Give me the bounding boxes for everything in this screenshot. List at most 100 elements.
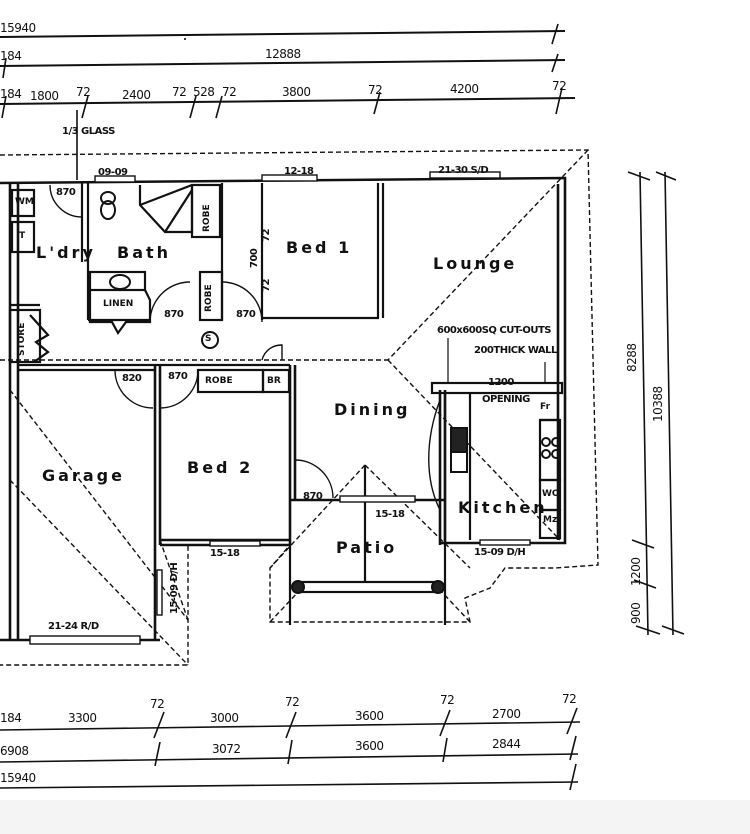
room-garage: Garage xyxy=(42,466,125,485)
door-swing-laundry xyxy=(49,184,83,218)
window-garage-side xyxy=(156,569,163,616)
bed1-wall-a: 72 xyxy=(261,229,272,242)
room-bed2: Bed 2 xyxy=(187,458,254,477)
dim-top-seg-0: 184 xyxy=(0,87,22,101)
note-wall-thickness: 200THICK WALL xyxy=(474,345,557,356)
br-outline xyxy=(261,368,291,394)
dim-right-main: 8288 xyxy=(625,343,639,372)
opening-label: OPENING xyxy=(482,394,530,405)
kitchen-sink-drainer xyxy=(450,451,468,473)
dim-top-seg-9: 4200 xyxy=(450,82,479,96)
window-bath-label: 09-09 xyxy=(98,167,128,178)
dim-line-top-segments xyxy=(0,97,576,105)
room-lounge: Lounge xyxy=(433,254,518,273)
bath-door-label: 870 xyxy=(164,309,184,320)
window-bed2 xyxy=(209,540,261,547)
dim-bottom-row1-8: 72 xyxy=(562,692,577,706)
window-kitchen xyxy=(479,539,531,546)
dim-top-seg-1: 1800 xyxy=(30,89,59,103)
window-bed1 xyxy=(261,174,318,182)
fixture-store: STORE xyxy=(17,322,27,356)
dim-bottom-row2-0: 6908 xyxy=(0,744,29,758)
door-swing-bath xyxy=(149,281,191,323)
dim-top-seg-8: 72 xyxy=(368,83,383,97)
opening-width: 1200 xyxy=(488,377,514,388)
door-swing-br xyxy=(261,344,283,361)
lounge-door-label: 21-30 S/D xyxy=(438,165,489,176)
dim-top-left-stub: 184 xyxy=(0,49,22,63)
dim-line-bottom-overall xyxy=(0,781,579,789)
dim-bottom-overall: 15940 xyxy=(0,771,36,785)
room-laundry: L'dry xyxy=(36,243,96,262)
dim-top-seg-10: 72 xyxy=(552,79,567,93)
bed1-wall-label: 700 xyxy=(249,248,260,268)
room-patio: Patio xyxy=(336,538,398,557)
room-bath: Bath xyxy=(117,243,172,262)
fixture-tub: T xyxy=(19,231,26,241)
dim-right-seg-1: 900 xyxy=(629,602,643,624)
laundry-door-label: 870 xyxy=(56,187,76,198)
room-dining: Dining xyxy=(334,400,411,419)
dim-bottom-row1-2: 72 xyxy=(150,697,165,711)
door-swing-kitchen xyxy=(428,399,441,511)
patio-post-left xyxy=(291,580,305,594)
smoke-detector-circle xyxy=(201,331,219,349)
dim-right-seg-0: 1200 xyxy=(629,557,643,586)
dim-bottom-row1-6: 72 xyxy=(440,693,455,707)
door-swing-dining xyxy=(294,459,334,499)
room-bed1: Bed 1 xyxy=(286,238,353,257)
dim-top-seg-7: 3800 xyxy=(282,85,311,99)
kitchen-sink-bowl xyxy=(450,427,468,453)
dim-line-top-main xyxy=(0,59,566,67)
patio-post-right xyxy=(431,580,445,594)
door-swing-garage xyxy=(114,369,154,409)
dim-top-overall: 15940 xyxy=(0,21,36,35)
dim-line-right-main xyxy=(639,171,649,636)
toilet-bowl xyxy=(100,200,116,220)
store-outline xyxy=(8,308,42,364)
dim-bottom-row2-2: 3600 xyxy=(355,739,384,753)
garage-internal-door-label: 820 xyxy=(122,373,142,384)
window-lounge-sd xyxy=(429,171,501,179)
fixture-wall-oven: WO xyxy=(542,489,560,499)
patio-beam xyxy=(296,580,440,594)
bed2-door-label: 870 xyxy=(168,371,188,382)
dim-line-right-overall xyxy=(664,171,674,636)
tub-outline xyxy=(10,220,36,254)
fixture-robe-bath-top: ROBE xyxy=(202,204,212,232)
fixture-smoke-detector: S xyxy=(205,334,212,344)
fixture-robe-bed2: ROBE xyxy=(205,376,233,386)
dim-top-seg-2: 72 xyxy=(76,85,91,99)
bed1-walls xyxy=(262,183,380,320)
roof-hip-lounge xyxy=(387,149,589,361)
window-bed1-label: 12-18 xyxy=(284,166,314,177)
dim-top-main: 12888 xyxy=(265,47,301,61)
dim-line-top-overall xyxy=(0,30,566,38)
dim-right-overall: 10388 xyxy=(651,386,665,422)
fixture-linen: LINEN xyxy=(103,299,134,309)
dim-bottom-row1-1: 3300 xyxy=(68,711,97,725)
toilet-cistern xyxy=(100,191,116,205)
fixture-robe-bath-bottom: ROBE xyxy=(204,284,214,312)
garage-side-door-label: 15-09 D/H xyxy=(169,562,180,614)
dim-top-seg-4: 72 xyxy=(172,85,187,99)
window-garage-rd xyxy=(29,635,141,645)
bed1-wall-b: 72 xyxy=(261,279,272,292)
bed1-door-label: 870 xyxy=(236,309,256,320)
fixture-microwave: Mz xyxy=(543,515,558,525)
garage-roller-door-label: 21-24 R/D xyxy=(48,621,99,632)
roof-outline xyxy=(0,149,599,666)
kitchen-opening-beam xyxy=(430,381,564,395)
dim-top-seg-3: 2400 xyxy=(122,88,151,102)
fixture-fridge: Fr xyxy=(540,402,551,412)
note-glass: 1/3 GLASS xyxy=(62,126,115,137)
kitchen-window-label: 15-09 D/H xyxy=(474,547,526,558)
dim-bottom-row1-0: 184 xyxy=(0,711,22,725)
fixture-br: BR xyxy=(267,376,281,386)
dim-bottom-row1-3: 3000 xyxy=(210,711,239,725)
dim-bottom-row1-4: 72 xyxy=(285,695,300,709)
dim-bottom-row2-1: 3072 xyxy=(212,742,241,756)
scan-paper-edge xyxy=(0,800,750,834)
dim-top-seg-6: 72 xyxy=(222,85,237,99)
